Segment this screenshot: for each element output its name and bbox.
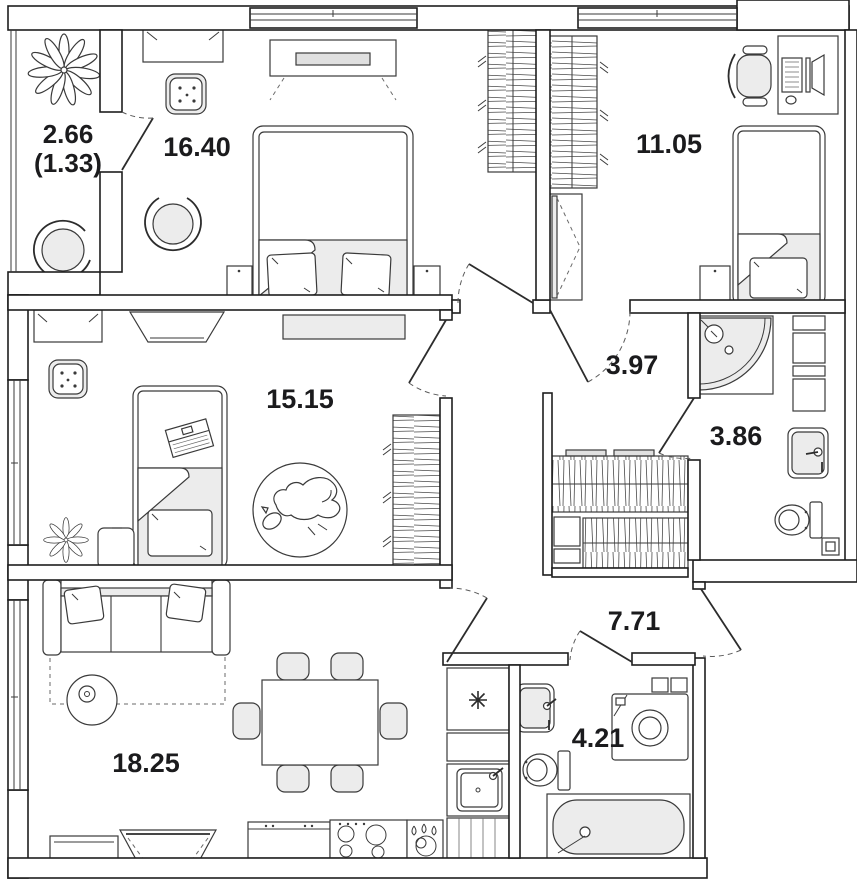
fridge (446, 667, 510, 731)
door-bedroom-master (457, 263, 534, 304)
plant-small-icon (43, 517, 89, 563)
room-hall (452, 313, 688, 455)
tv-console-master (269, 39, 397, 101)
kitchen-counter (247, 821, 331, 859)
rug-round-kids (252, 462, 348, 558)
room-label-living-kitchen: 18.25 (112, 748, 180, 778)
room-label-loggia: 2.66 (43, 119, 94, 149)
room-label-corridor: 7.71 (608, 606, 661, 636)
toilet-bathroom (522, 750, 571, 791)
sofa (42, 579, 231, 656)
bed-double (252, 125, 414, 307)
window-living (7, 599, 29, 791)
room-label-bedroom-second: 11.05 (636, 129, 702, 159)
pouf-kids (97, 527, 135, 569)
window-master (249, 7, 418, 29)
room-label-hall: 3.97 (606, 350, 659, 380)
washbasin-bathroom (515, 683, 557, 733)
wardrobe-corridor-top (551, 449, 689, 513)
stool-master (165, 73, 207, 115)
desk-chair (727, 45, 772, 107)
laptop-icon (164, 418, 215, 459)
room-label-bedroom-master: 16.40 (163, 132, 231, 162)
desk (777, 35, 839, 115)
room-label-shower-room: 3.86 (710, 421, 763, 451)
room-label-bathroom: 4.21 (572, 723, 625, 753)
window-second (577, 7, 738, 29)
dog-icon (260, 477, 341, 536)
doors (121, 111, 742, 663)
bed-single-second (732, 125, 826, 307)
door-bedroom-kids (408, 319, 447, 397)
dresser-master (142, 27, 224, 63)
room-labels: 2.66 (1.33) 16.40 11.05 15.15 3.97 3.86 … (34, 119, 762, 778)
room-label-loggia-sub: (1.33) (34, 148, 102, 178)
mirror-panel (549, 193, 583, 301)
wardrobe-master (477, 29, 539, 173)
bench-tv-kids (33, 309, 406, 343)
coffee-table (66, 674, 118, 726)
room-bedroom-kids (28, 310, 440, 565)
bathroom-shelves (651, 677, 688, 693)
stove (329, 819, 408, 859)
window-kids (7, 379, 29, 546)
loggia-glazing (10, 30, 17, 272)
computer-icon (781, 53, 825, 105)
door-bathroom (569, 630, 633, 663)
kitchen-cabinet-mid (446, 732, 510, 762)
plant-large-icon (27, 33, 101, 106)
wardrobe-kids (382, 414, 441, 568)
wardrobe-corridor-bottom (553, 516, 689, 569)
room-label-bedroom-kids: 15.15 (266, 384, 334, 414)
dining-table (232, 652, 408, 793)
wardrobe-second (547, 35, 609, 189)
bed-single-kids (132, 385, 228, 570)
sink-drainer-unit (406, 819, 444, 859)
armchair-master (144, 197, 202, 252)
washing-machine (611, 693, 689, 761)
door-loggia (121, 111, 154, 171)
washbasin-shower-room (787, 427, 829, 479)
toilet-shower-room (774, 501, 823, 539)
stool-kids (48, 359, 88, 399)
shower-room-cabinet (792, 315, 826, 412)
floor-drain (821, 537, 840, 556)
door-shower-room (658, 397, 695, 460)
door-corridor-living (446, 587, 488, 663)
door-entry (700, 588, 742, 657)
door-bedroom-second (549, 309, 631, 383)
chair-round-loggia (32, 219, 91, 280)
kitchen-cabinet-bottom (446, 817, 510, 859)
kitchen-sink (446, 763, 510, 817)
shower-corner (696, 315, 774, 395)
bathtub (546, 793, 691, 861)
windows (7, 7, 738, 791)
